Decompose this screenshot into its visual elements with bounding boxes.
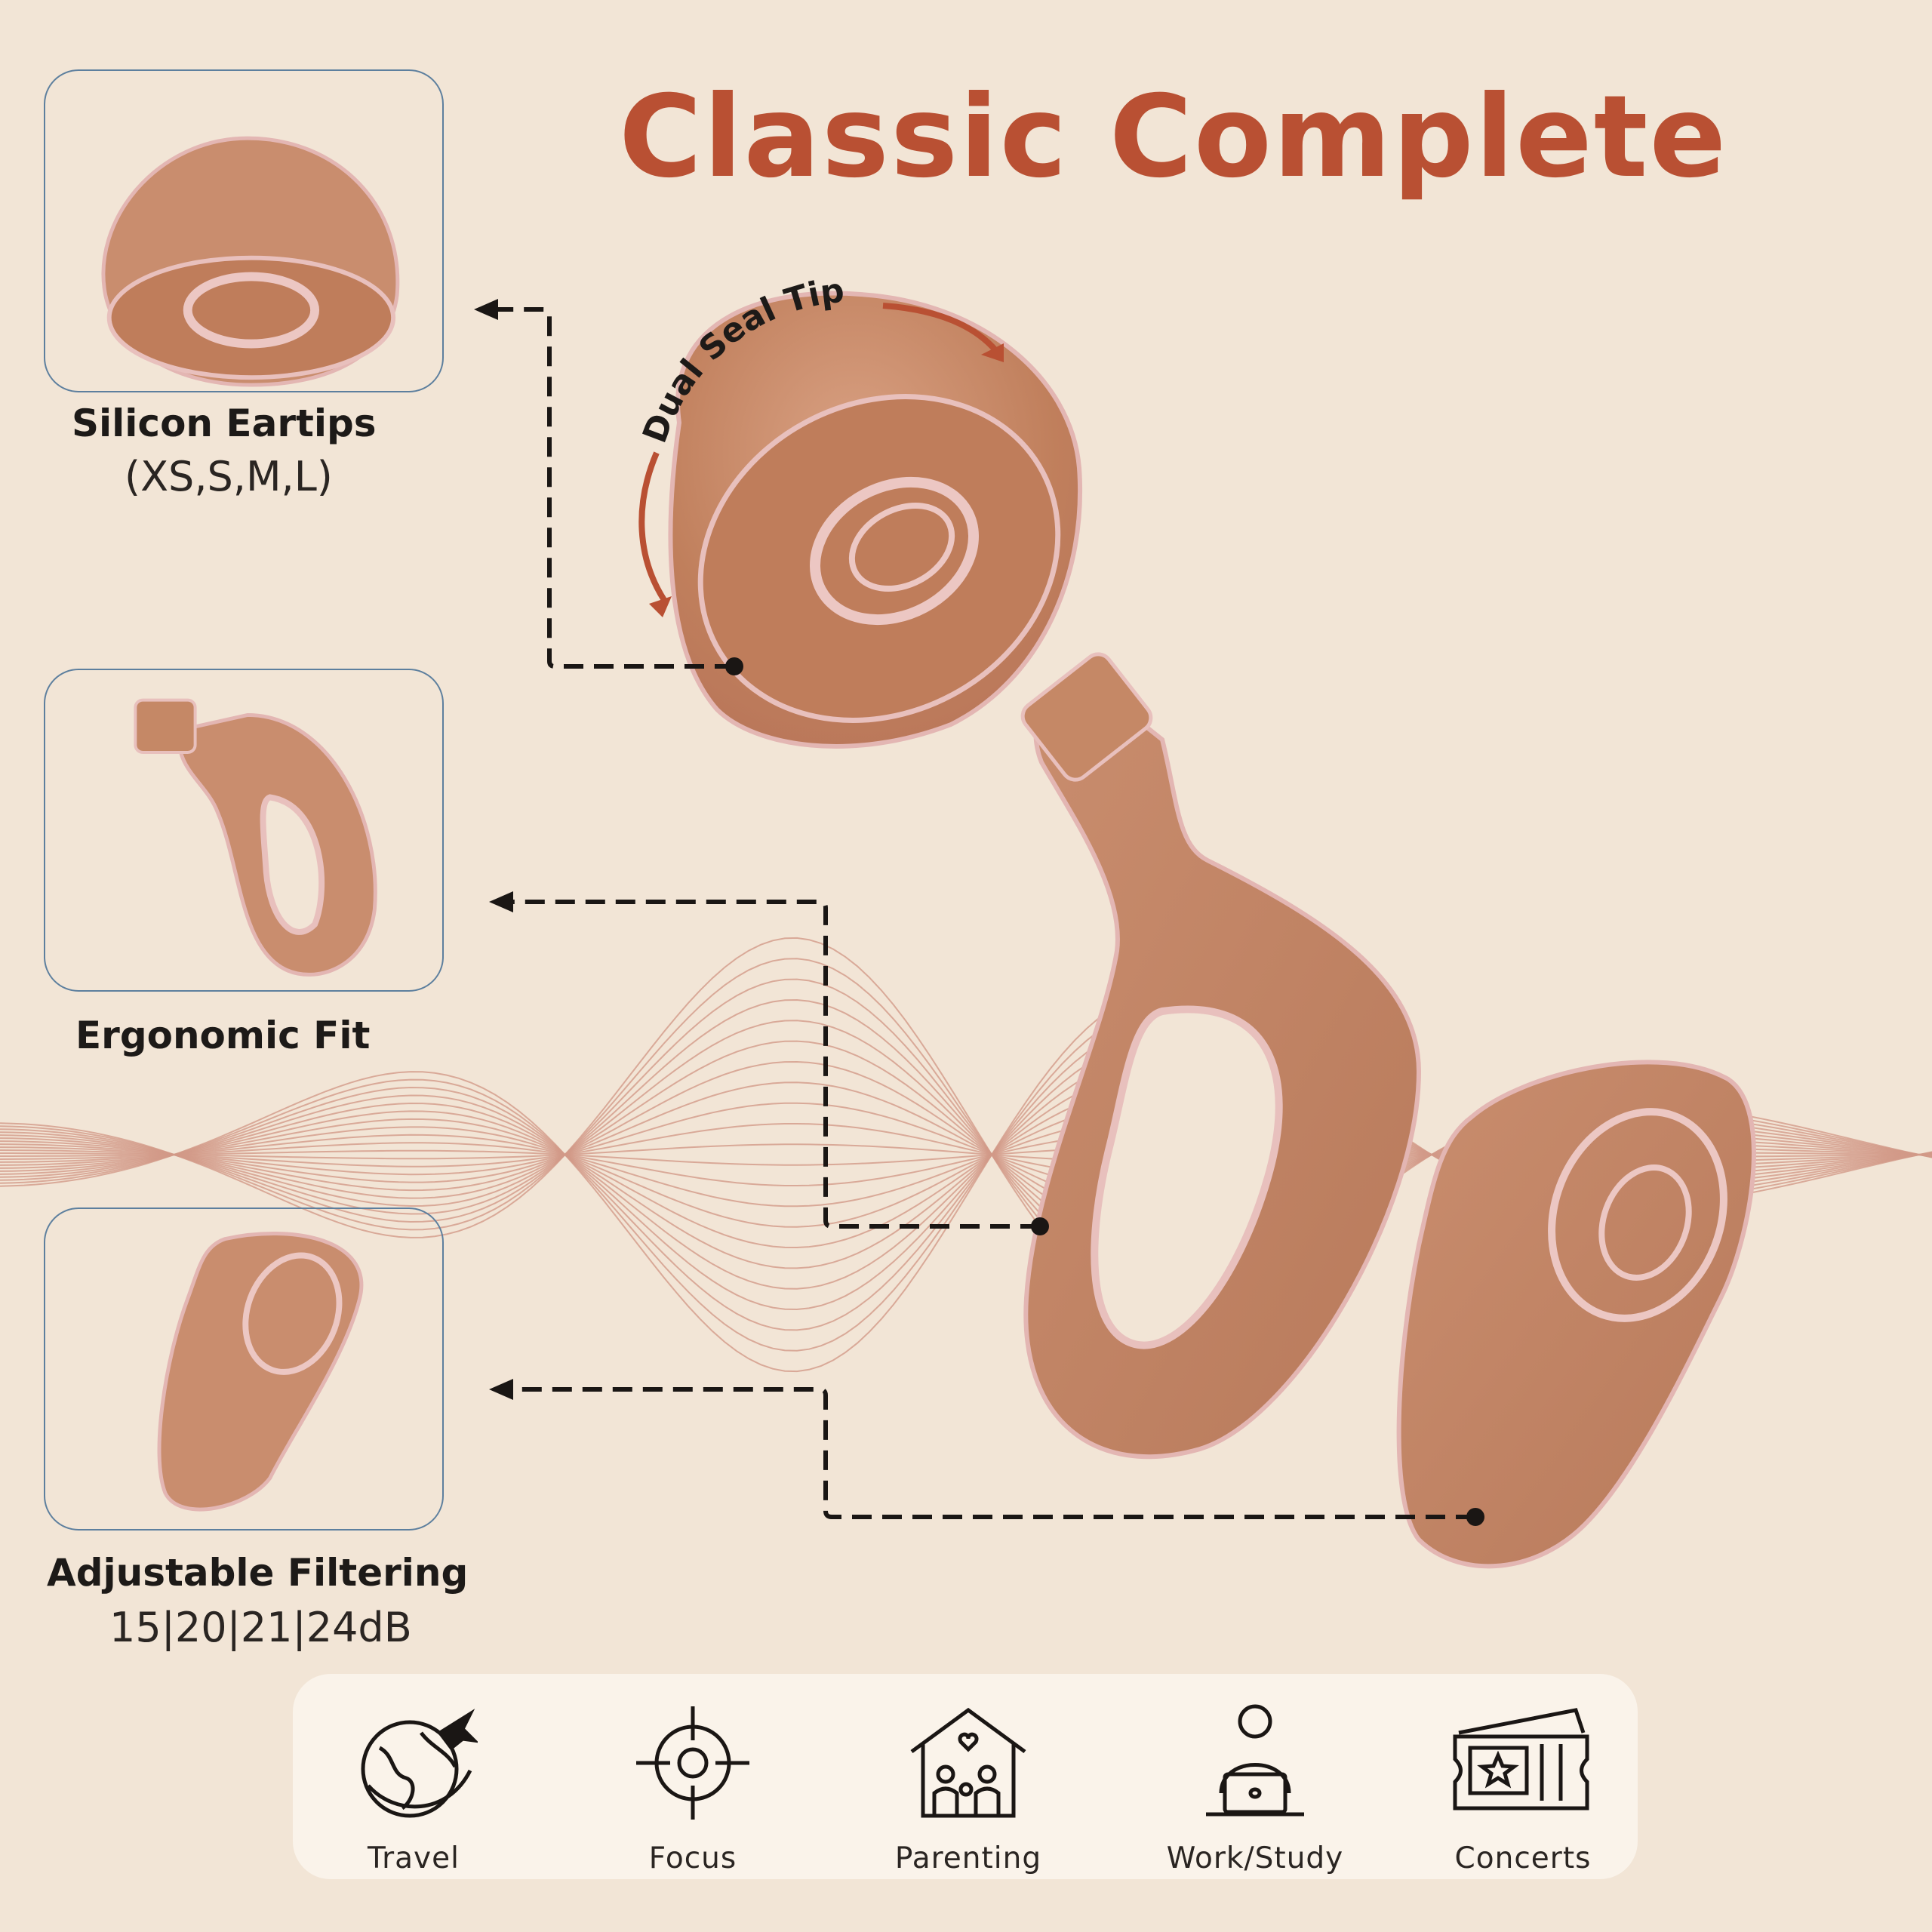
feature-label-filtering: Adjustable Filtering bbox=[47, 1551, 469, 1595]
ear-hook-render bbox=[1020, 652, 1422, 1460]
feature-sub-eartips: (XS,S,M,L) bbox=[125, 453, 333, 500]
callout-arrow-right bbox=[882, 303, 999, 353]
page-title: Classic Complete bbox=[619, 72, 1728, 203]
use-case-label: Travel bbox=[368, 1841, 460, 1875]
use-case-focus: Focus bbox=[595, 1674, 791, 1879]
use-case-label: Work/Study bbox=[1166, 1841, 1344, 1875]
filter-thumbnail bbox=[44, 1208, 444, 1531]
feature-label-eartips: Silicon Eartips bbox=[72, 401, 377, 445]
use-case-label: Concerts bbox=[1454, 1841, 1592, 1875]
globe-airplane-icon bbox=[361, 1709, 478, 1818]
feature-label-ergonomic: Ergonomic Fit bbox=[75, 1014, 371, 1057]
use-case-concerts: Concerts bbox=[1425, 1674, 1621, 1879]
callout-arrow-left bbox=[638, 451, 667, 602]
use-case-label: Parenting bbox=[894, 1841, 1042, 1875]
use-case-parenting: Parenting bbox=[870, 1674, 1066, 1879]
eartip-render bbox=[668, 291, 1082, 749]
connector-lines bbox=[491, 307, 1475, 1519]
use-case-label: Focus bbox=[648, 1841, 737, 1875]
ear-hook-thumbnail bbox=[44, 669, 444, 992]
feature-sub-filtering: 15|20|21|24dB bbox=[109, 1604, 412, 1651]
use-case-work-study: Work/Study bbox=[1157, 1674, 1353, 1879]
target-crosshair-icon bbox=[636, 1706, 749, 1820]
eartip-thumbnail bbox=[44, 69, 444, 392]
person-laptop-icon bbox=[1206, 1704, 1304, 1817]
filter-insert-render bbox=[1396, 1060, 1756, 1569]
family-house-icon bbox=[910, 1707, 1026, 1818]
ticket-star-icon bbox=[1453, 1708, 1589, 1810]
use-case-panel: Travel Focus P bbox=[293, 1674, 1638, 1879]
use-case-travel: Travel bbox=[315, 1674, 512, 1879]
